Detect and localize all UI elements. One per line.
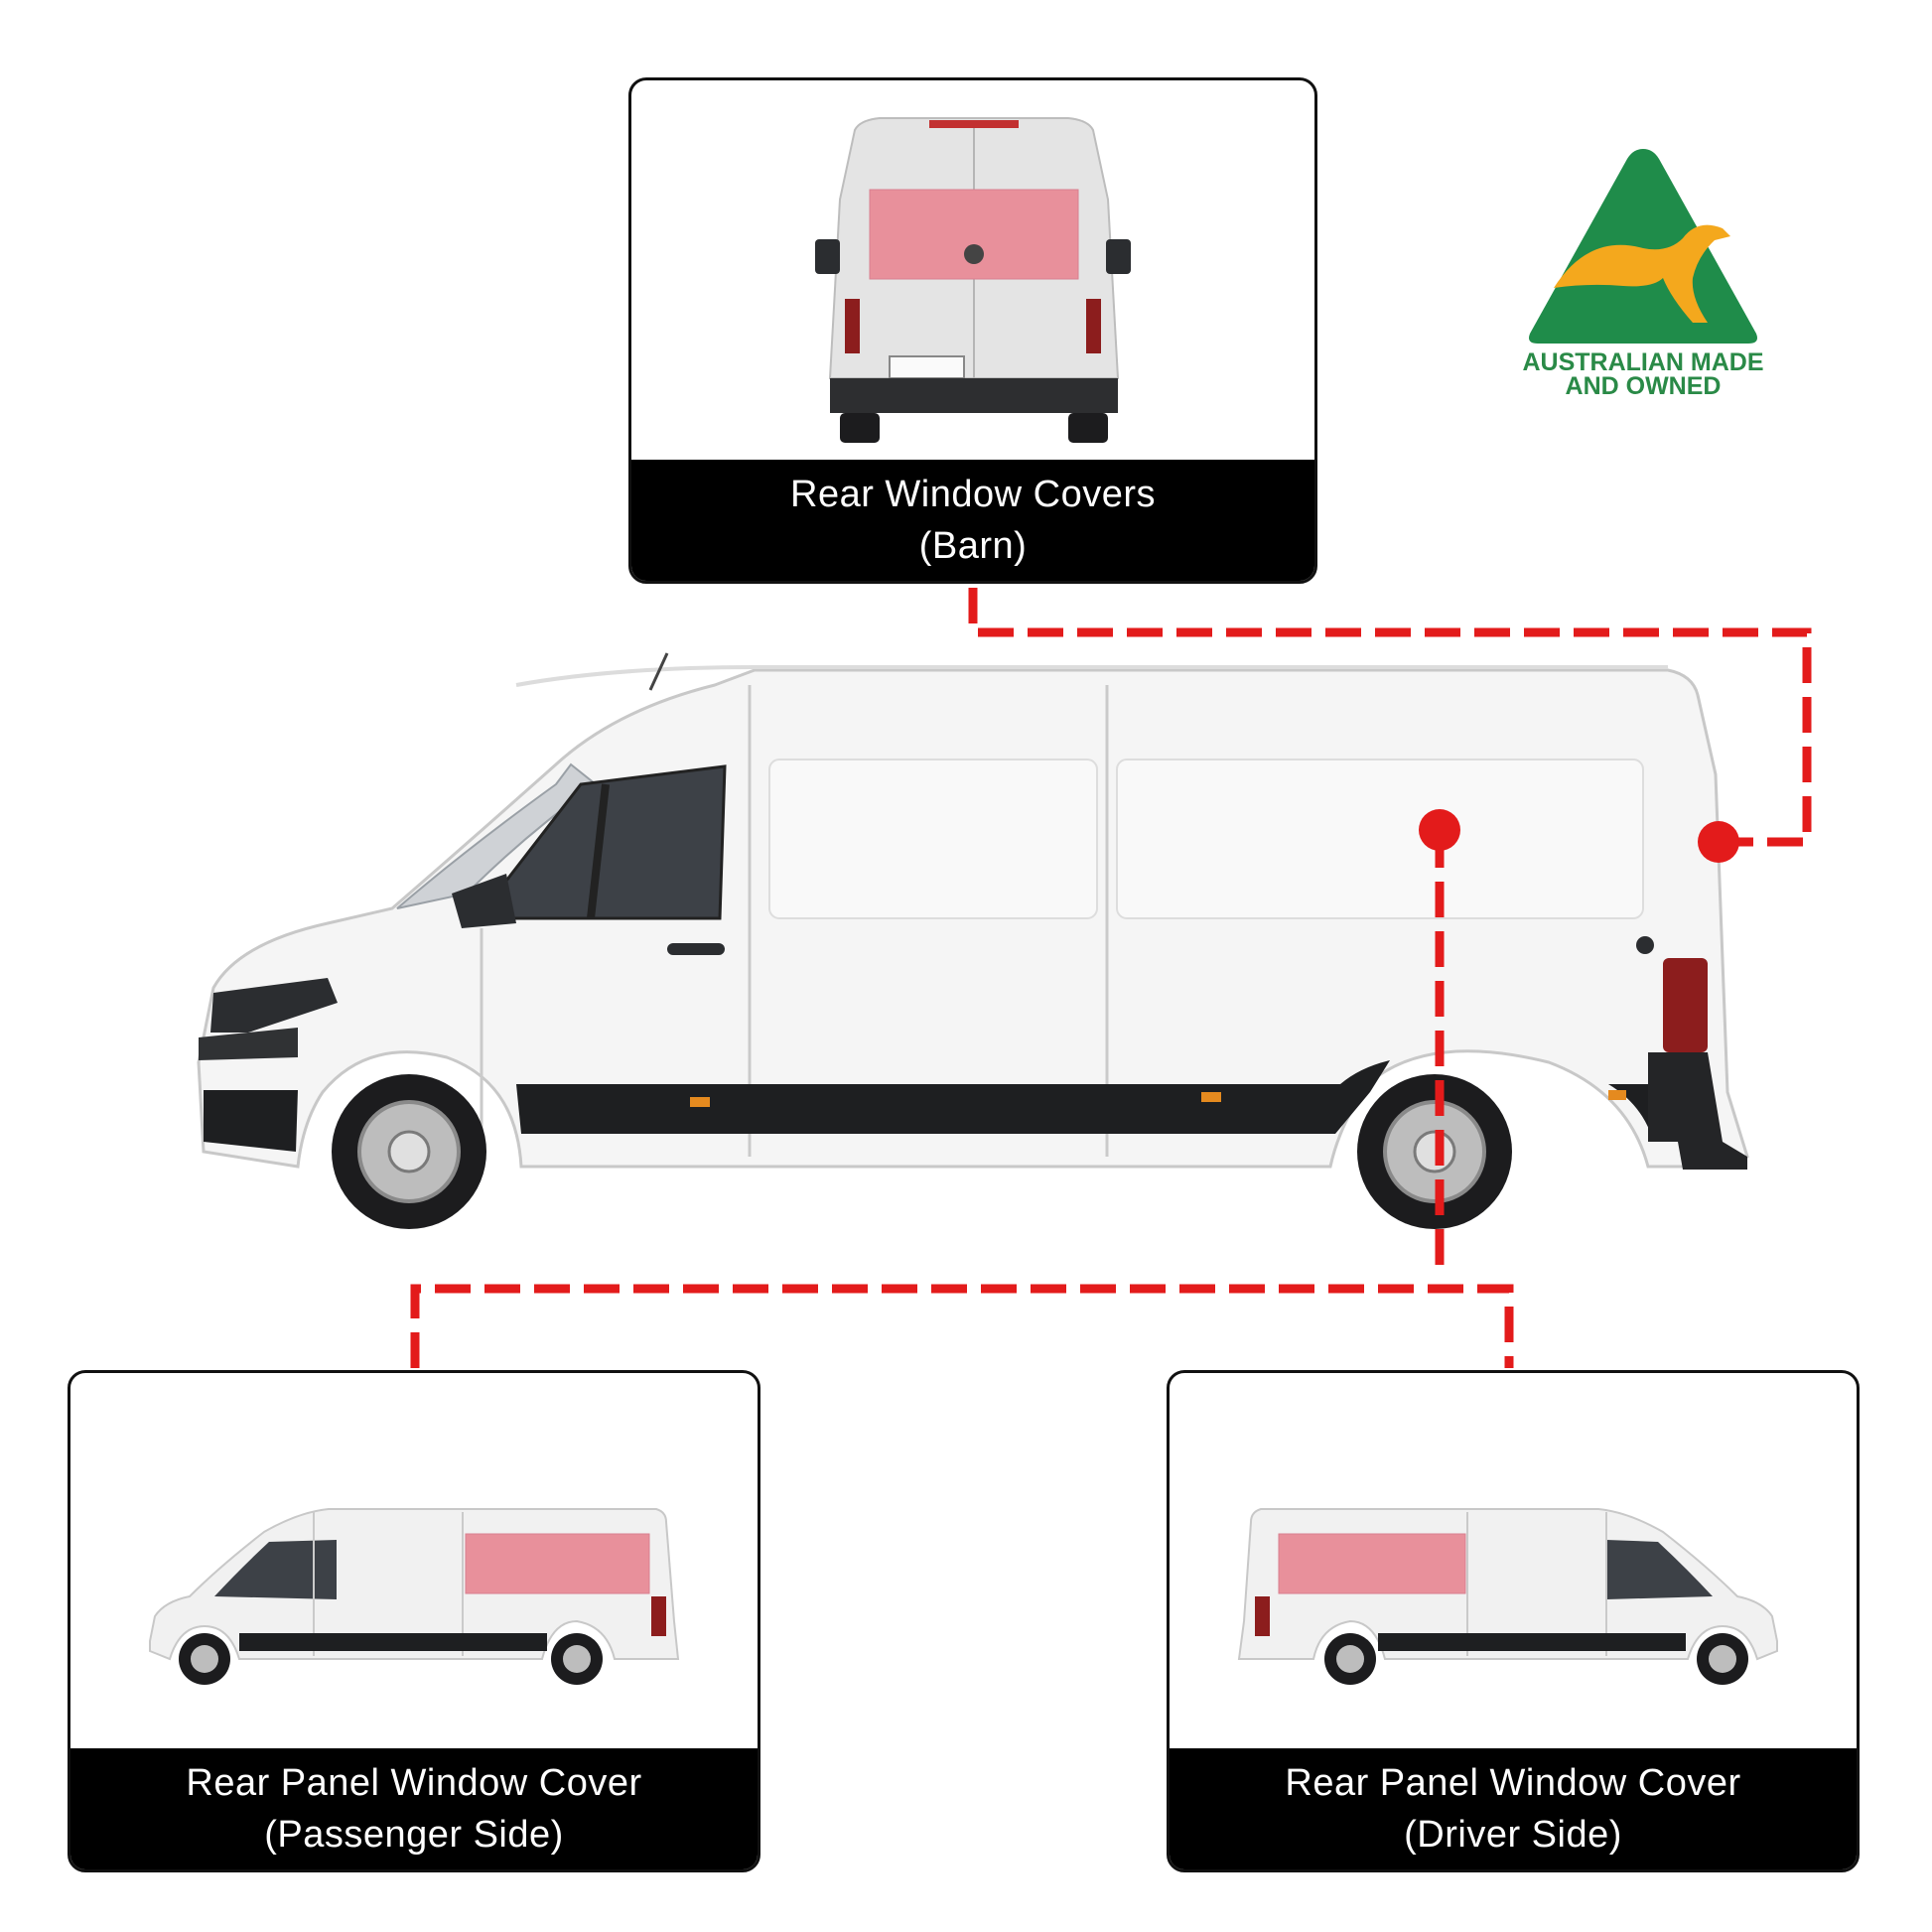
driver-side-caption: Rear Panel Window Cover (Driver Side) bbox=[1170, 1748, 1857, 1869]
australian-made-badge: AUSTRALIAN MADE AND OWNED bbox=[1494, 139, 1792, 407]
passenger-side-subtitle: (Passenger Side) bbox=[264, 1814, 564, 1856]
passenger-window-highlight bbox=[465, 1533, 650, 1594]
rear-window-caption: Rear Window Covers (Barn) bbox=[631, 460, 1314, 581]
rear-window-card[interactable]: Rear Window Covers (Barn) bbox=[628, 77, 1317, 584]
driver-side-card[interactable]: Rear Panel Window Cover (Driver Side) bbox=[1167, 1370, 1860, 1872]
rear-window-title: Rear Window Covers bbox=[790, 474, 1156, 515]
van-passenger-side-view bbox=[149, 1508, 680, 1685]
connector-rear-window bbox=[968, 588, 1812, 847]
van-rear-view bbox=[815, 117, 1131, 443]
driver-window-highlight bbox=[1278, 1533, 1466, 1594]
rear-window-highlight bbox=[869, 189, 1079, 280]
van-driver-side-view bbox=[1237, 1508, 1778, 1685]
main-van-side-view bbox=[197, 652, 1749, 1229]
kangaroo-triangle-icon bbox=[1529, 149, 1757, 344]
badge-line-1: AUSTRALIAN MADE bbox=[1522, 348, 1764, 376]
connector-dot-rear bbox=[1698, 821, 1739, 863]
front-wheel bbox=[332, 1074, 486, 1229]
passenger-side-card[interactable]: Rear Panel Window Cover (Passenger Side) bbox=[68, 1370, 760, 1872]
driver-side-subtitle: (Driver Side) bbox=[1404, 1814, 1622, 1856]
connector-lines bbox=[410, 588, 1812, 1368]
driver-side-title: Rear Panel Window Cover bbox=[1285, 1762, 1741, 1804]
badge-line-2: AND OWNED bbox=[1565, 372, 1722, 400]
connector-side-split bbox=[410, 1284, 1514, 1368]
rear-wheel bbox=[1357, 1074, 1512, 1229]
passenger-side-title: Rear Panel Window Cover bbox=[186, 1762, 642, 1804]
passenger-side-caption: Rear Panel Window Cover (Passenger Side) bbox=[70, 1748, 758, 1869]
connector-dot-side bbox=[1419, 809, 1460, 851]
rear-window-subtitle: (Barn) bbox=[918, 525, 1028, 567]
